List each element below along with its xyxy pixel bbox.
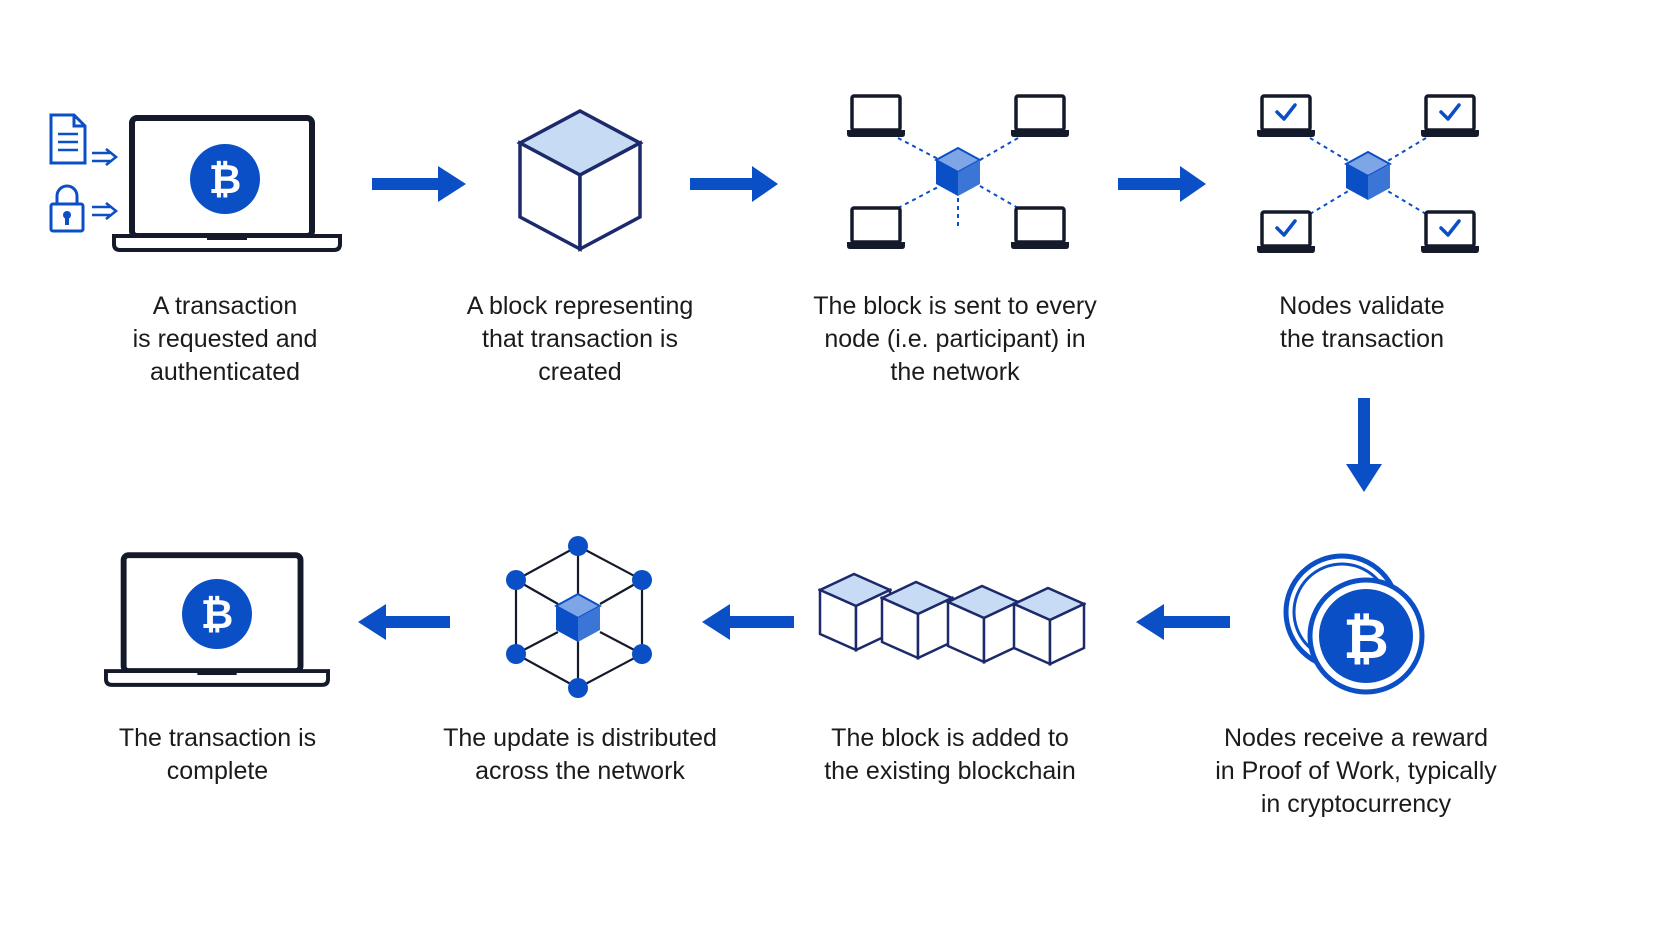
step-caption: Nodes receive a reward in Proof of Work,… (1215, 724, 1497, 818)
flow-arrow-right (690, 164, 780, 204)
arrow-right-icon (90, 146, 120, 168)
lock-icon (48, 182, 86, 234)
step-caption: The block is sent to every node (i.e. pa… (813, 292, 1097, 386)
block-icon (516, 107, 644, 253)
flow-arrow-down (1344, 398, 1384, 494)
nodes-validate-icon (1250, 90, 1486, 262)
flow-arrow-left (356, 602, 450, 642)
distributed-network-icon (502, 532, 658, 704)
svg-text:₿: ₿ (209, 157, 242, 203)
arrow-right-icon (90, 200, 120, 222)
flow-arrow-right (372, 164, 468, 204)
blockchain-icon (818, 572, 1088, 672)
flow-arrow-left (700, 602, 794, 642)
svg-text:₿: ₿ (1343, 607, 1389, 672)
bitcoin-icon: ₿ (181, 578, 253, 650)
step-caption: A block representing that transaction is… (466, 292, 694, 386)
step-caption: The transaction is complete (118, 724, 317, 785)
document-icon (48, 112, 88, 166)
step-caption: The update is distributed across the net… (443, 724, 717, 785)
step-caption: A transaction is requested and authentic… (132, 292, 318, 386)
bitcoin-icon: ₿ (189, 143, 261, 215)
coins-reward-icon: ₿ (1282, 552, 1428, 698)
flow-arrow-left (1134, 602, 1230, 642)
svg-text:₿: ₿ (201, 592, 234, 638)
step-caption: Nodes validate the transaction (1279, 292, 1445, 353)
step-caption: The block is added to the existing block… (824, 724, 1076, 785)
flow-arrow-right (1118, 164, 1208, 204)
network-broadcast-icon (840, 90, 1076, 260)
